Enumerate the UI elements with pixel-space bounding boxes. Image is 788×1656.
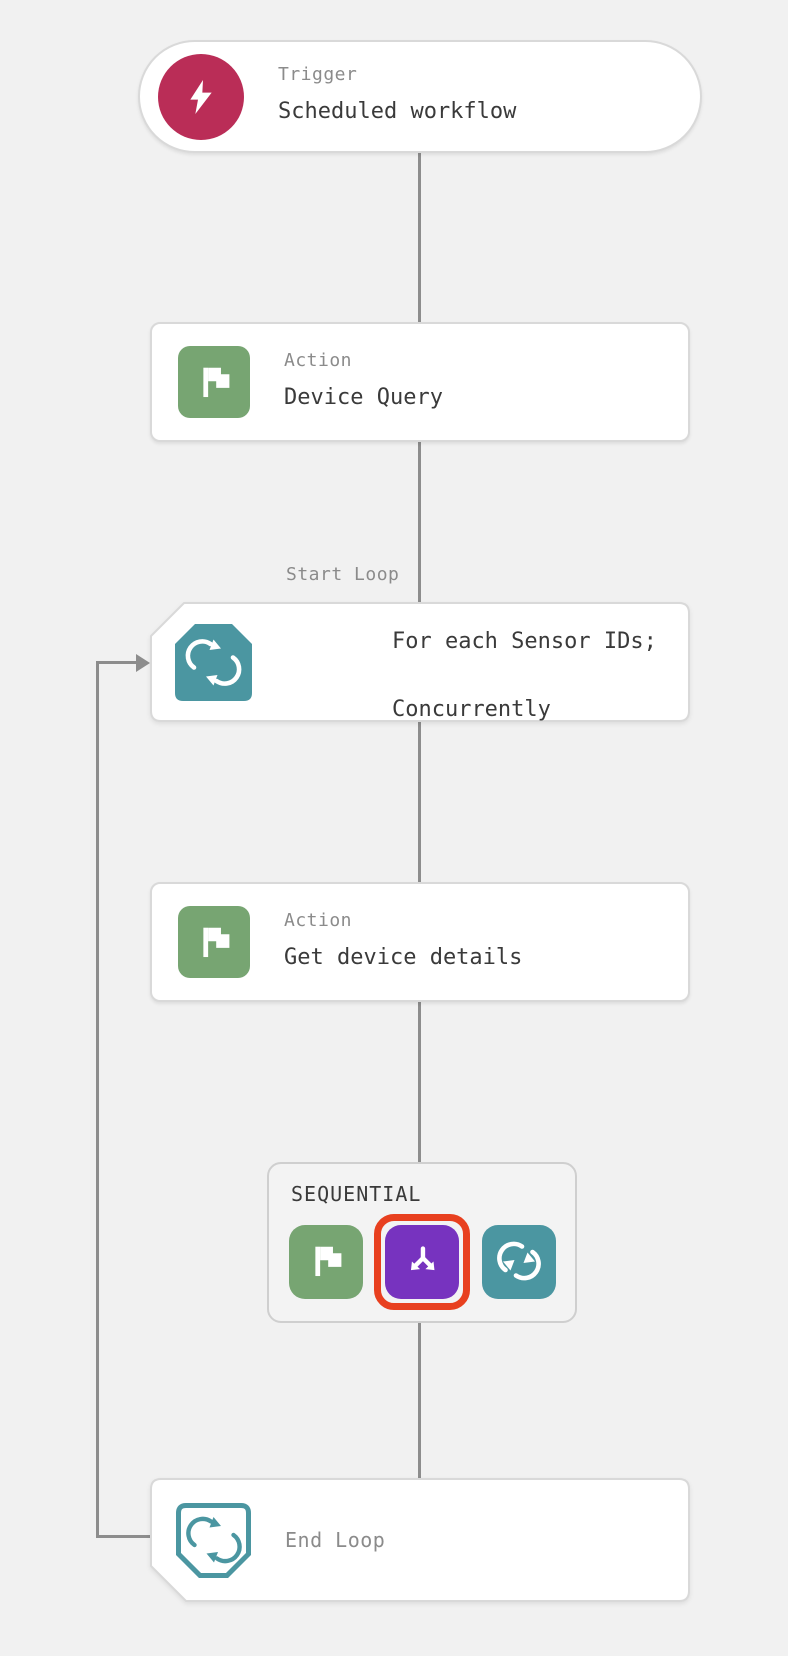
node-type-label: End Loop xyxy=(285,1528,386,1552)
loop-icon xyxy=(495,1237,543,1288)
node-action-get-device-details[interactable]: Action Get device details xyxy=(150,882,690,1002)
node-action-text: Action Get device details xyxy=(284,910,522,975)
node-end-loop-text: End Loop xyxy=(285,1528,385,1552)
loopback-vertical-line xyxy=(96,661,99,1538)
node-type-label: Action xyxy=(284,909,353,931)
insert-branch-highlight-frame xyxy=(374,1214,470,1310)
branch-icon xyxy=(399,1238,445,1287)
title-line-1: For each Sensor IDs; xyxy=(391,628,657,654)
loopback-arrowhead-icon xyxy=(136,654,150,672)
node-title: For each Sensor IDs; Concurrently xyxy=(286,591,657,761)
loopback-bottom-line xyxy=(96,1535,152,1538)
flag-icon xyxy=(178,346,250,418)
node-action-device-query[interactable]: Action Device Query xyxy=(150,322,690,442)
node-start-loop[interactable]: Start Loop For each Sensor IDs; Concurre… xyxy=(150,564,690,722)
node-title: Scheduled workflow xyxy=(278,99,517,124)
flag-icon xyxy=(178,906,250,978)
insert-panel-title: SEQUENTIAL xyxy=(291,1182,422,1206)
node-type-label: Trigger xyxy=(278,64,358,85)
loopback-top-line xyxy=(96,661,140,664)
insert-branch-button[interactable] xyxy=(385,1225,459,1299)
node-action-text: Action Device Query xyxy=(284,350,443,415)
node-title: Get device details xyxy=(284,944,523,970)
insert-action-button[interactable] xyxy=(289,1225,363,1299)
flag-icon xyxy=(304,1239,348,1286)
insert-loop-button[interactable] xyxy=(482,1225,556,1299)
node-title: Device Query xyxy=(284,384,443,410)
end-loop-card-shape xyxy=(150,1478,690,1602)
lightning-bolt-icon xyxy=(158,53,244,140)
node-start-loop-text: Start Loop For each Sensor IDs; Concurre… xyxy=(286,564,657,761)
node-type-label: Start Loop xyxy=(286,563,400,585)
node-trigger-text: Trigger Scheduled workflow xyxy=(278,64,516,129)
node-type-label: Action xyxy=(284,349,353,371)
start-loop-card-shape xyxy=(150,602,690,722)
title-line-2: Concurrently xyxy=(391,696,551,722)
node-end-loop[interactable]: End Loop xyxy=(150,1478,690,1602)
end-loop-icon xyxy=(176,1502,251,1578)
start-loop-icon xyxy=(175,623,252,701)
node-trigger[interactable]: Trigger Scheduled workflow xyxy=(138,40,702,153)
insert-panel-sequential: SEQUENTIAL xyxy=(267,1162,577,1323)
connector-main-bottom xyxy=(418,1323,421,1481)
